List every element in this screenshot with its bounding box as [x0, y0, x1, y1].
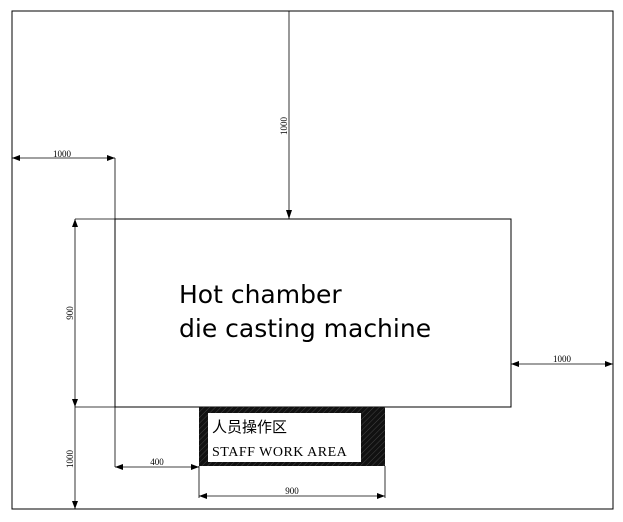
staff-work-area-label-cn: 人员操作区 [212, 418, 287, 436]
staff-work-area-label-box [208, 413, 361, 462]
dimension-work-area-width: 900 [198, 466, 386, 499]
dimension-work-area-width-label: 900 [285, 486, 299, 496]
outer-boundary [11, 10, 614, 510]
staff-work-area-label-en: STAFF WORK AREA [212, 445, 348, 460]
machine-label-line2: die casting machine [179, 314, 431, 343]
dimension-front-clearance: 1000 [65, 407, 78, 509]
dimension-right-clearance: 1000 [511, 354, 613, 367]
dimension-machine-depth-label: 900 [65, 306, 75, 320]
dimension-machine-depth: 900 [65, 218, 199, 408]
dimension-work-area-offset: 400 [115, 457, 199, 470]
machine-label-line1: Hot chamber [179, 280, 342, 309]
dimension-left-clearance-label: 1000 [53, 149, 72, 159]
dimension-work-area-offset-label: 400 [150, 457, 164, 467]
dimension-right-clearance-label: 1000 [553, 354, 572, 364]
dimension-top-clearance-label: 1000 [279, 117, 289, 136]
machine-outline [114, 218, 512, 408]
dimension-top-clearance: 1000 [279, 11, 292, 219]
dimension-front-clearance-label: 1000 [65, 450, 75, 469]
staff-work-area: 人员操作区 STAFF WORK AREA [199, 407, 385, 466]
dimension-left-clearance: 1000 [12, 149, 116, 467]
